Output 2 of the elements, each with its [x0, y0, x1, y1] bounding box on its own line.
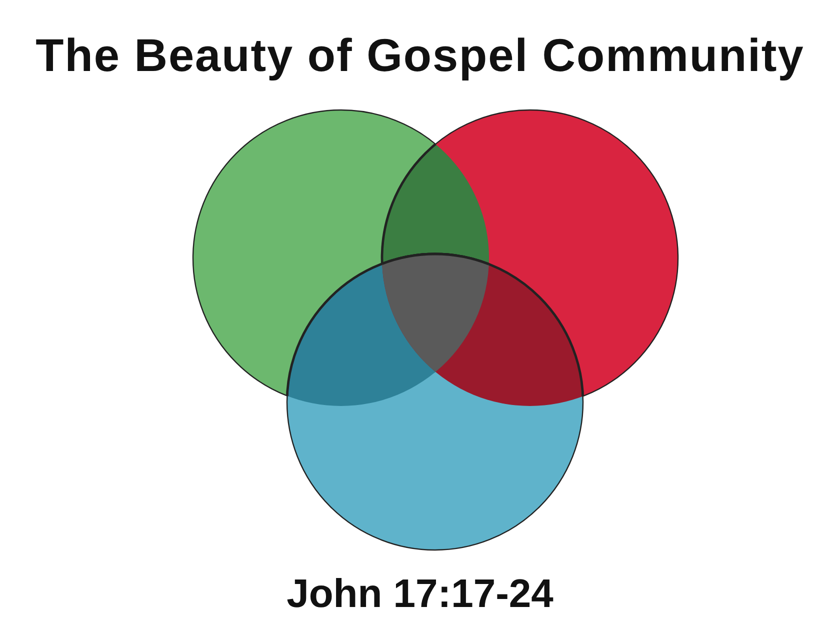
caption: John 17:17-24	[286, 572, 554, 617]
title: The Beauty of Gospel Community	[34, 28, 806, 82]
